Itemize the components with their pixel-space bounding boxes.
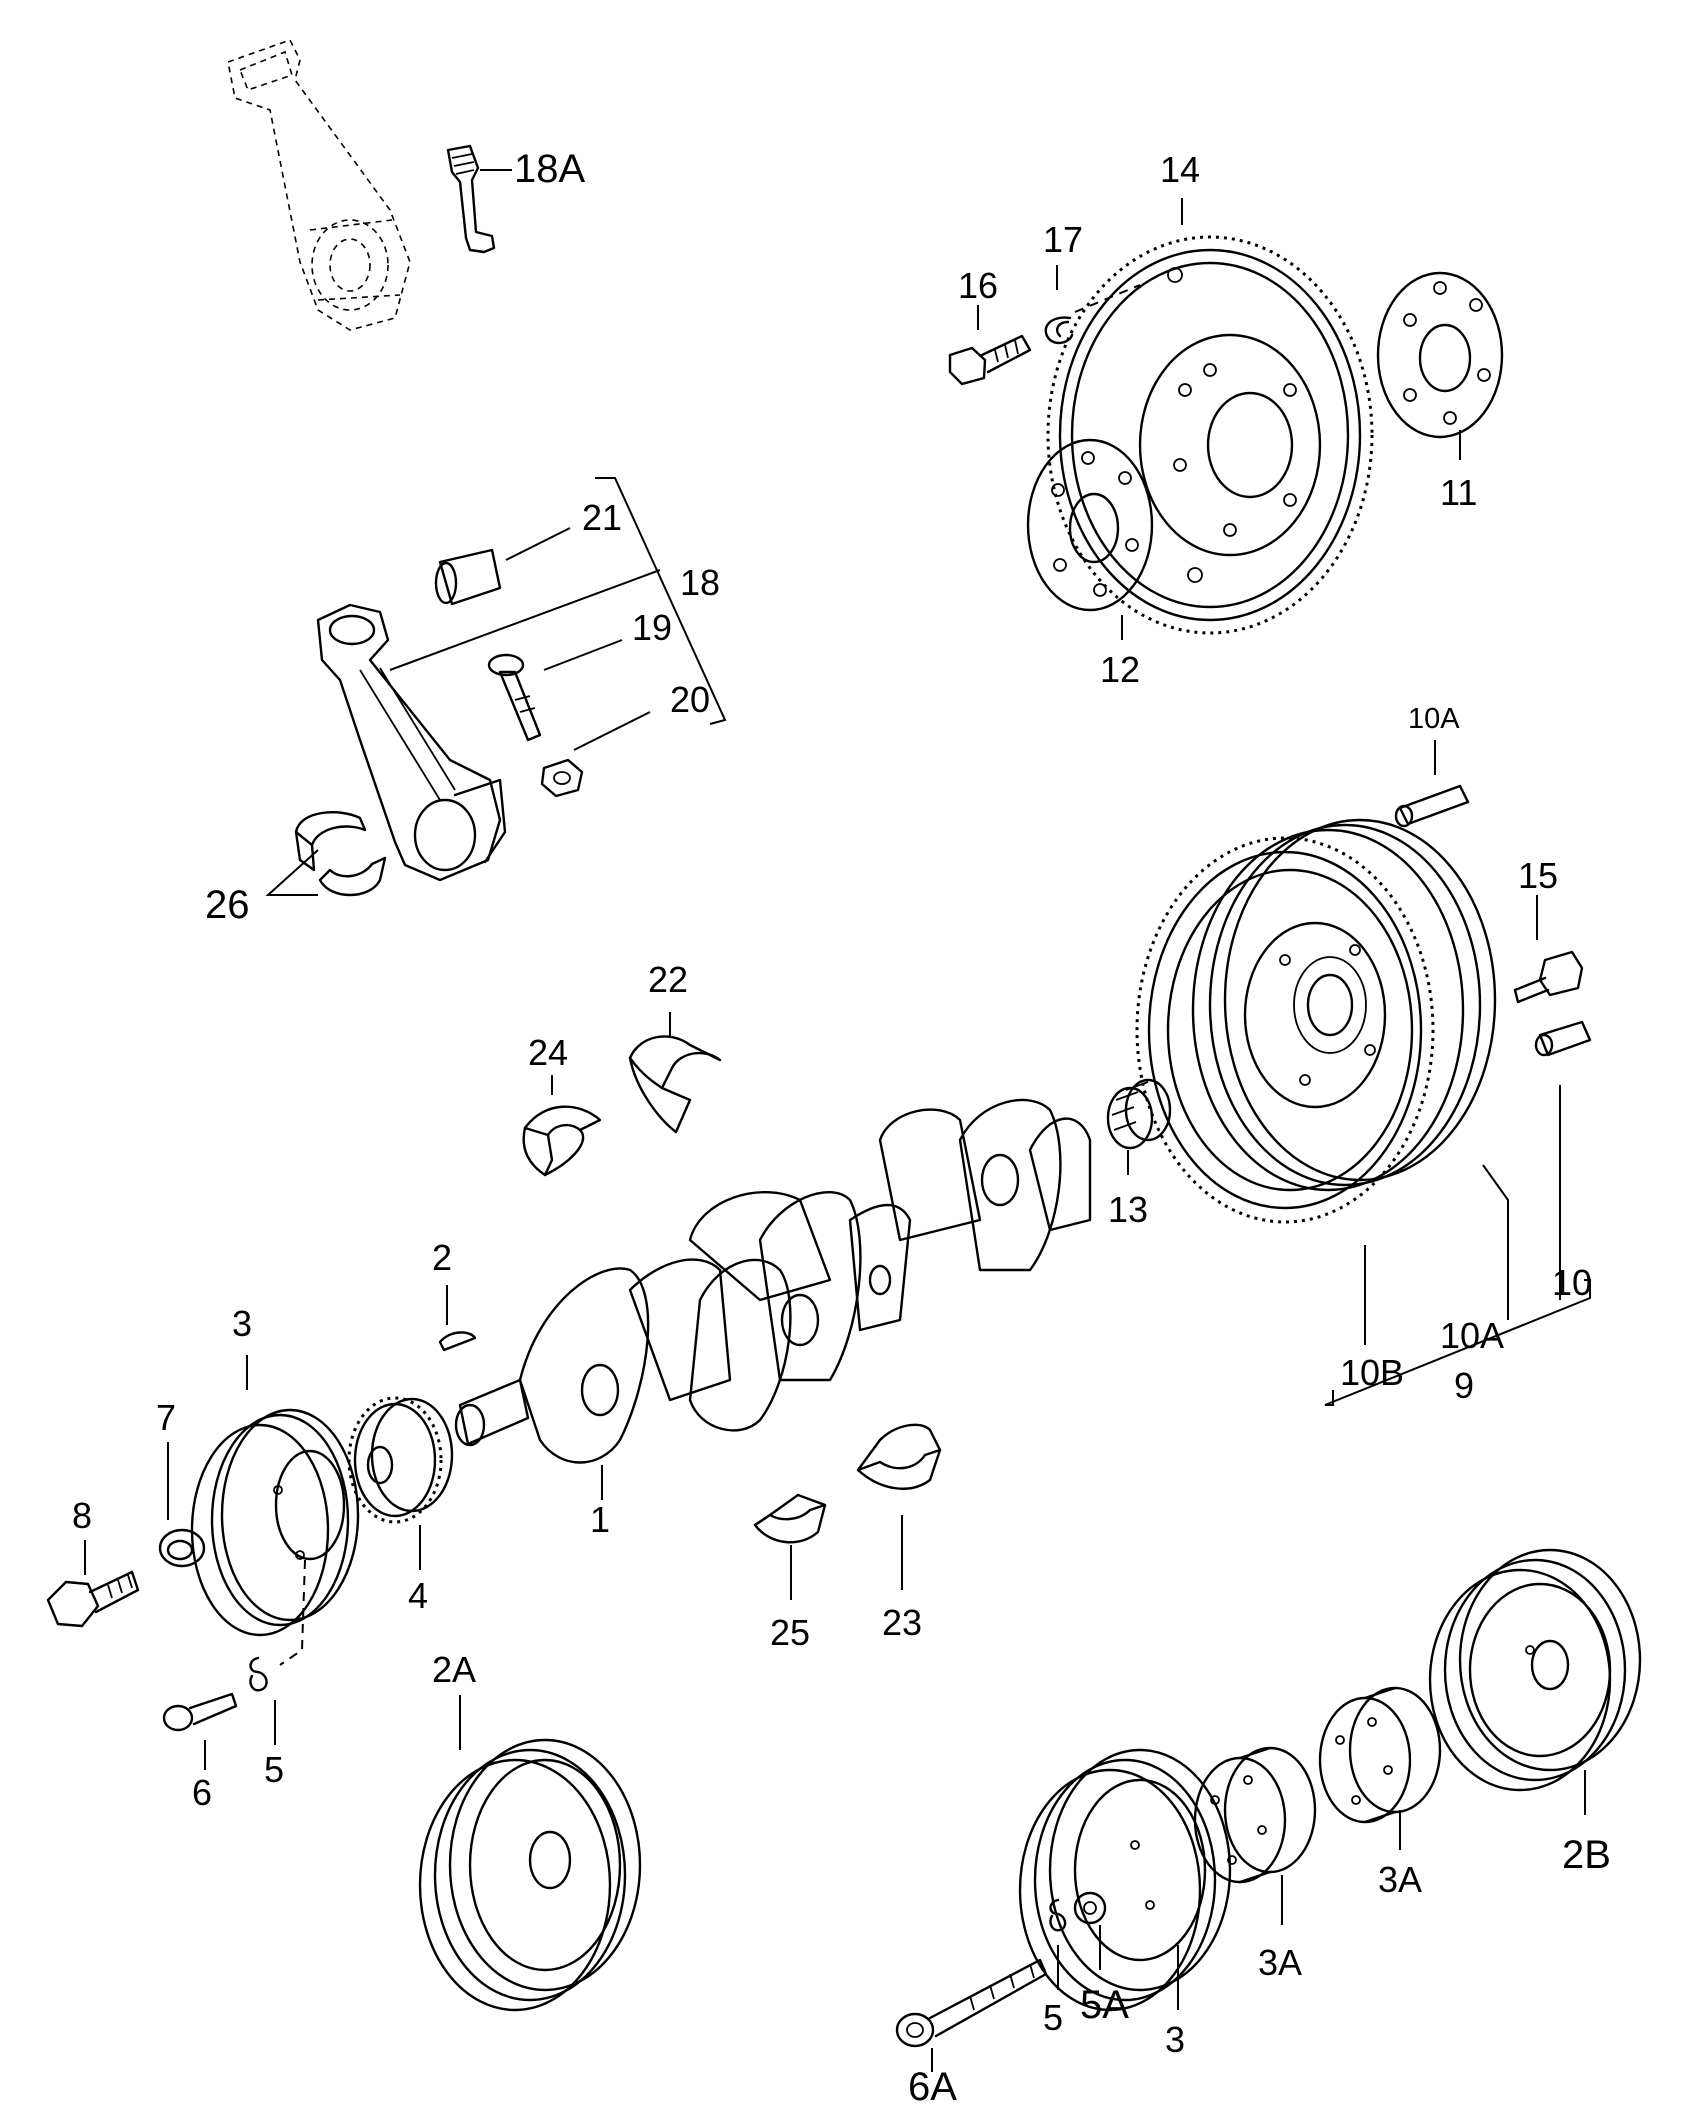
- label-20: 20: [670, 679, 710, 720]
- label-24: 24: [528, 1032, 568, 1073]
- spacer-plate-11: [1376, 271, 1504, 439]
- crankshaft-1: [454, 1098, 1092, 1464]
- leader-21: [505, 527, 571, 561]
- rod-nut-20: [540, 758, 584, 798]
- label-2a: 2A: [432, 1649, 476, 1690]
- spacer-plate-12: [1026, 438, 1154, 612]
- label-7: 7: [156, 1397, 176, 1438]
- bracket-18: [595, 477, 727, 725]
- washer-7: [158, 1528, 206, 1568]
- label-10: 10: [1552, 1262, 1592, 1303]
- pulley-3-bottom: [1018, 1748, 1232, 2012]
- main-bearing-shells-23: [856, 1423, 942, 1490]
- label-1: 1: [590, 1499, 610, 1540]
- rod-bolt-19: [487, 653, 542, 742]
- label-26: 26: [205, 883, 250, 927]
- main-bearing-shells-22: [628, 1035, 722, 1134]
- label-10b: 10B: [1340, 1352, 1404, 1393]
- alignment-line-17: [1074, 284, 1141, 313]
- label-18: 18: [680, 562, 720, 603]
- hex-bolt-8: [46, 1570, 140, 1628]
- lock-plate-5-top: [249, 1656, 268, 1692]
- label-10a-bottom: 10A: [1440, 1315, 1504, 1356]
- label-9: 9: [1454, 1365, 1474, 1406]
- label-2b: 2B: [1562, 1833, 1611, 1877]
- bolt-18a: [446, 144, 496, 254]
- label-3-top: 3: [232, 1303, 252, 1344]
- label-12: 12: [1100, 649, 1140, 690]
- label-22: 22: [648, 959, 688, 1000]
- label-19: 19: [632, 607, 672, 648]
- label-5-top: 5: [264, 1749, 284, 1790]
- needle-bearing-13: [1106, 1078, 1172, 1150]
- label-13: 13: [1108, 1189, 1148, 1230]
- label-8: 8: [72, 1495, 92, 1536]
- pin-10: [1534, 1020, 1592, 1057]
- washer-17: [1044, 316, 1074, 345]
- label-3-bottom: 3: [1165, 2019, 1185, 2060]
- connecting-rod: [316, 603, 507, 882]
- pulley-2a: [418, 1738, 642, 2012]
- label-23: 23: [882, 1602, 922, 1643]
- dowel-pin-10a: [1394, 784, 1470, 828]
- label-6a: 6A: [908, 2065, 957, 2104]
- label-15: 15: [1518, 855, 1558, 896]
- socket-bolt-6a: [895, 1958, 1048, 2048]
- leader-rod-18: [389, 569, 661, 671]
- label-5-bottom: 5: [1043, 1997, 1063, 2038]
- lock-plate-5-bottom: [1049, 1898, 1067, 1932]
- dual-mass-flywheel-9: [1135, 818, 1497, 1224]
- main-bearing-shell-25: [753, 1493, 827, 1544]
- toothed-sprocket-4: [347, 1396, 454, 1524]
- leader-26: [265, 849, 319, 896]
- bushing-21: [434, 548, 502, 606]
- main-bearing-shell-24: [522, 1105, 602, 1177]
- label-3a-left: 3A: [1258, 1942, 1302, 1983]
- label-14: 14: [1160, 149, 1200, 190]
- label-6: 6: [192, 1772, 212, 1813]
- flywheel-14: [1046, 235, 1374, 635]
- label-21: 21: [582, 497, 622, 538]
- label-10a-top: 10A: [1408, 703, 1460, 735]
- label-5a: 5A: [1080, 1983, 1129, 2027]
- label-4: 4: [408, 1575, 428, 1616]
- label-17: 17: [1043, 219, 1083, 260]
- leader-10a-bottom: [1482, 1164, 1509, 1320]
- rod-bearing-shells-26: [294, 811, 387, 897]
- leader-20: [573, 711, 651, 751]
- washer-5a: [1073, 1891, 1107, 1925]
- bolt-15: [1513, 950, 1584, 1004]
- leader-19: [543, 639, 623, 671]
- socket-bolt-6: [162, 1692, 238, 1732]
- label-25: 25: [770, 1612, 810, 1653]
- hub-3a-left: [1193, 1746, 1317, 1884]
- hub-3a-right: [1318, 1686, 1442, 1824]
- label-18a: 18A: [514, 147, 585, 191]
- label-16: 16: [958, 265, 998, 306]
- label-11: 11: [1440, 472, 1477, 513]
- pulley-2b: [1428, 1548, 1642, 1792]
- belt-pulley-3-top: [190, 1408, 360, 1637]
- label-2: 2: [432, 1237, 452, 1278]
- woodruff-key-2: [438, 1331, 477, 1352]
- connecting-rod-outline-dashed: [227, 39, 411, 331]
- bracket-9: [1324, 1279, 1591, 1406]
- flywheel-bolt-16: [948, 334, 1032, 386]
- label-3a-right: 3A: [1378, 1859, 1422, 1900]
